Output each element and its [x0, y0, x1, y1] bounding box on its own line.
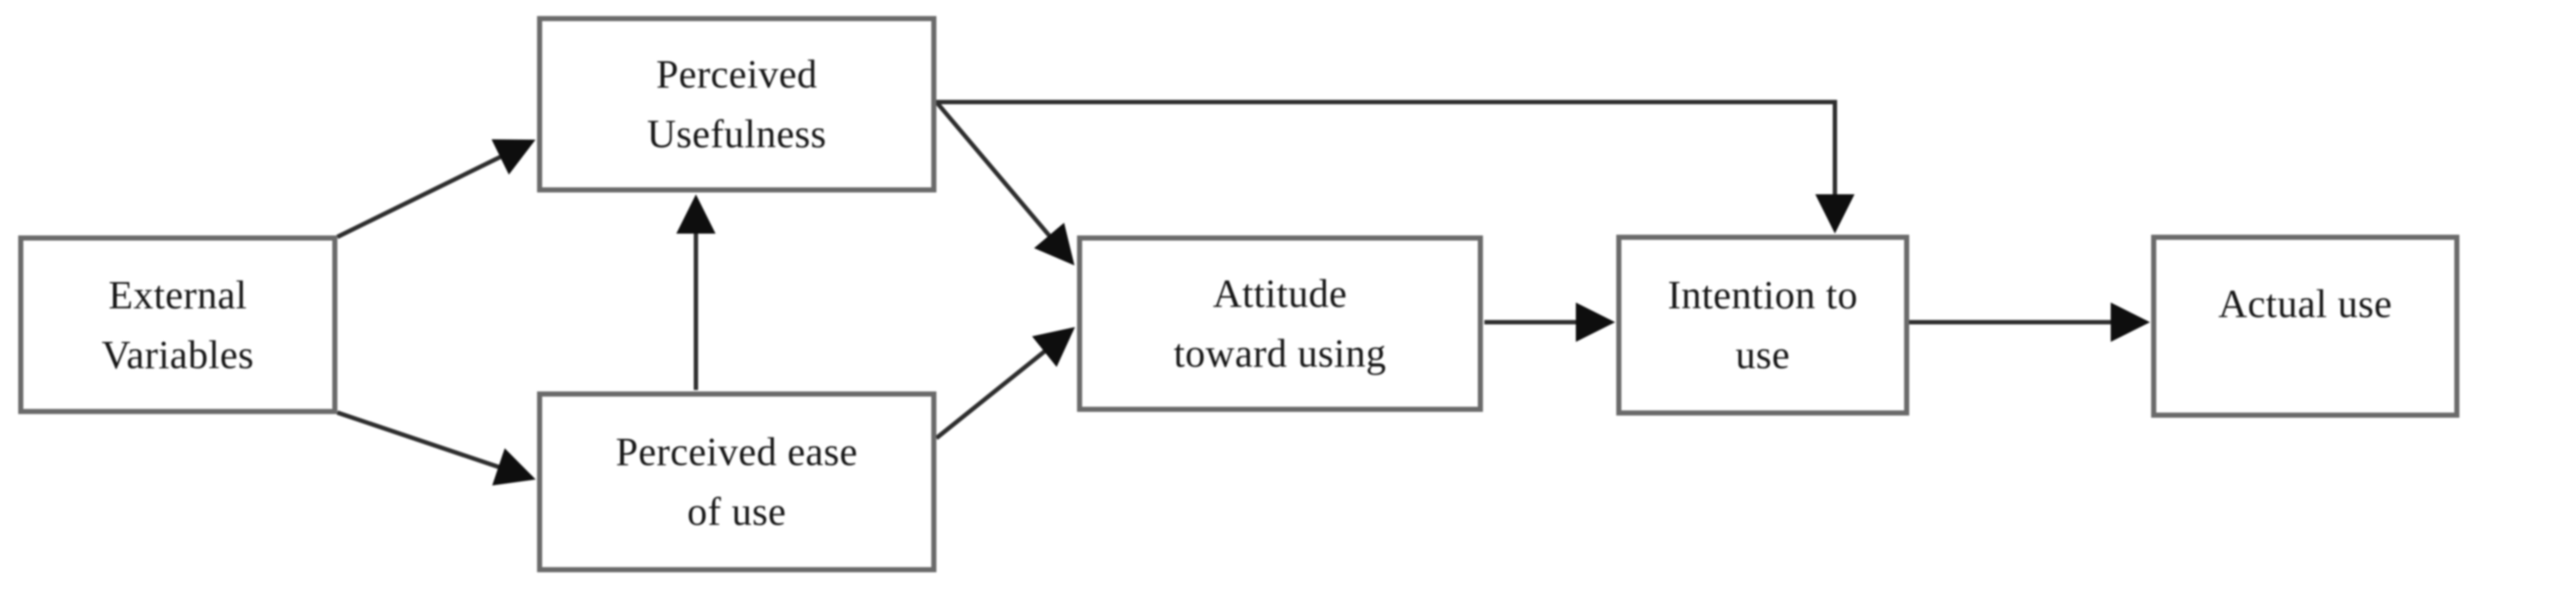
node-label-line: Attitude [1213, 271, 1347, 316]
node-perceived-usefulness: Perceived Usefulness [537, 16, 936, 192]
node-perceived-ease-of-use: Perceived ease of use [537, 391, 936, 572]
node-label-line: Variables [101, 332, 254, 377]
node-label-line: Intention to [1667, 273, 1858, 317]
node-label-line: Actual use [2218, 281, 2392, 326]
node-attitude-toward-using: Attitude toward using [1077, 235, 1483, 412]
arrow-perceived-ease-of-use-to-attitude-toward-using [935, 327, 1076, 440]
arrow-external-variables-to-perceived-usefulness [336, 139, 536, 239]
node-intention-to-use: Intention to use [1616, 235, 1909, 416]
node-label-line: of use [687, 489, 786, 534]
node-label-line: toward using [1173, 331, 1387, 375]
arrow-perceived-usefulness-to-intention-to-use [936, 100, 1855, 234]
node-label-line: External [108, 272, 248, 317]
arrow-external-variables-to-perceived-ease-of-use [337, 410, 536, 486]
node-label-line: Perceived [656, 52, 818, 96]
node-label-line: use [1735, 332, 1790, 377]
node-label-line: Usefulness [646, 112, 827, 156]
node-label-line: Perceived ease [615, 429, 858, 474]
node-actual-use: Actual use [2151, 235, 2459, 418]
arrow-perceived-usefulness-to-attitude-toward-using [934, 101, 1075, 266]
node-external-variables: External Variables [18, 235, 337, 414]
